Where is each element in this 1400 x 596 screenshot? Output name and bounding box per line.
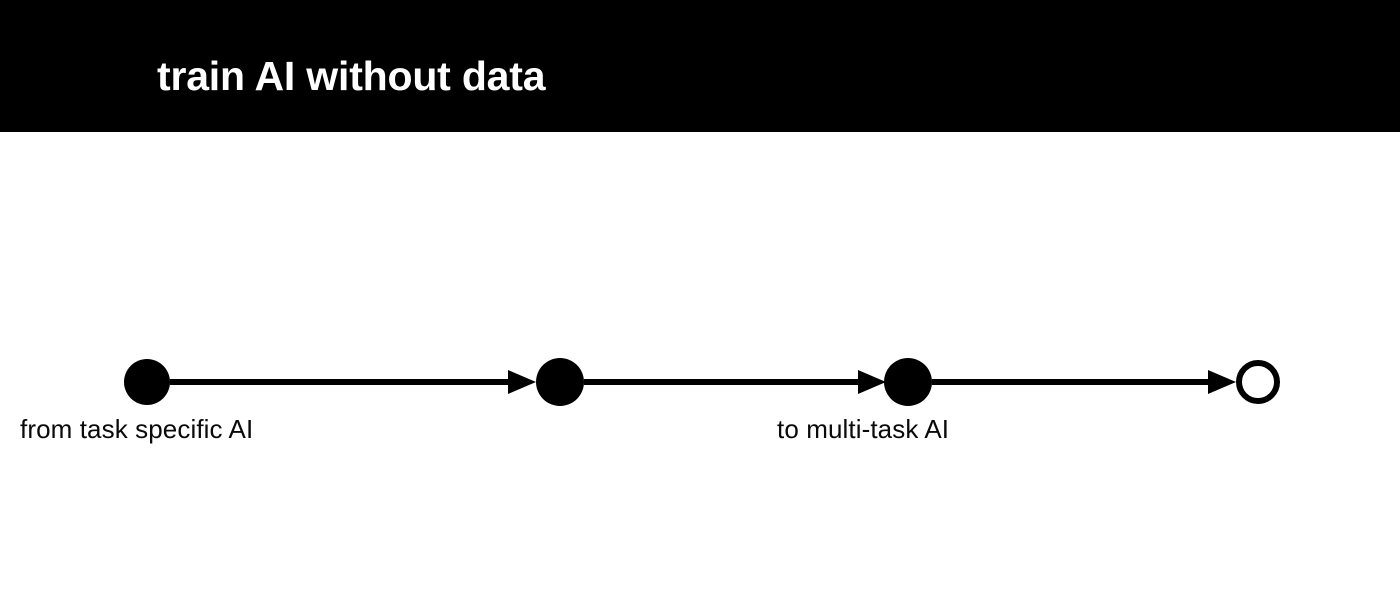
timeline-graphic: [124, 358, 1280, 406]
arrowhead-icon: [508, 370, 536, 394]
timeline-node-2[interactable]: [884, 358, 932, 406]
page-title: train AI without data: [157, 53, 546, 99]
arrowhead-icon: [1208, 370, 1236, 394]
header-banner: train AI without data: [0, 0, 1400, 132]
timeline-node-0[interactable]: [124, 359, 170, 405]
connector-0-to-1: [170, 370, 536, 394]
label-above-start: from task specific AI: [20, 414, 254, 444]
label-above-end: to multi-task AI: [777, 414, 950, 444]
timeline-node-1[interactable]: [536, 358, 584, 406]
diagram-canvas: from task specific AI to multi-task AI l…: [0, 132, 1400, 596]
connector-2-to-3: [932, 370, 1236, 394]
arrowhead-icon: [858, 370, 886, 394]
connector-1-to-2: [584, 370, 886, 394]
timeline-node-3[interactable]: [1236, 360, 1280, 404]
